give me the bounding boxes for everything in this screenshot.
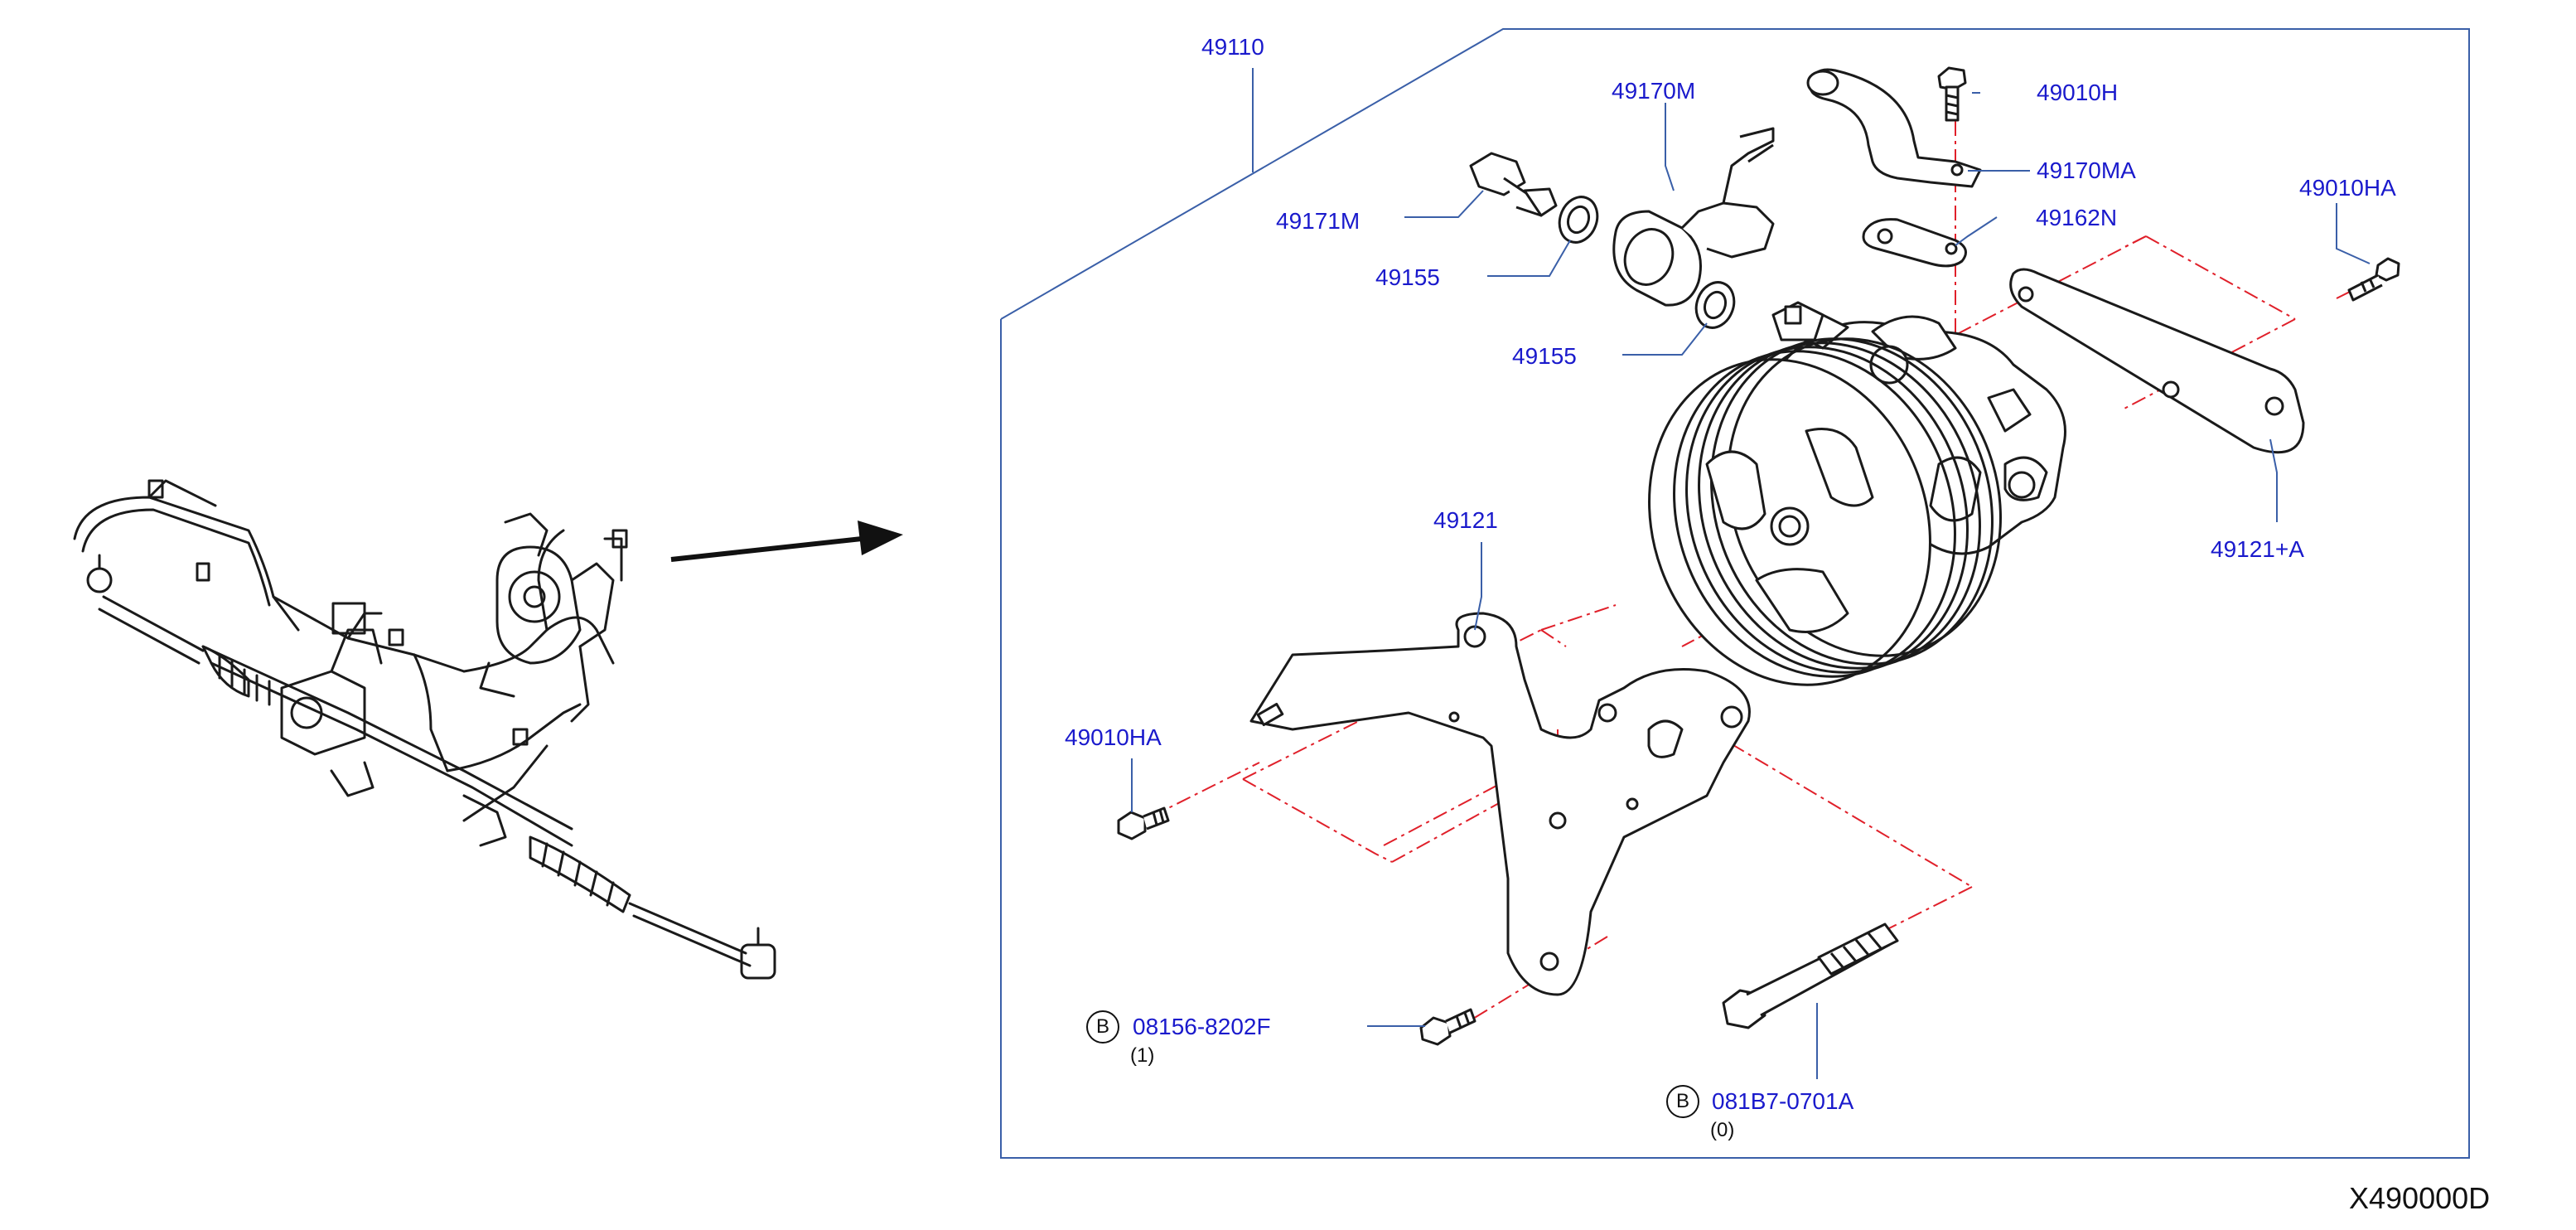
bolt-marker-b-icon: B <box>1666 1085 1699 1118</box>
callout-081b7-0701a[interactable]: 081B7-0701A <box>1712 1088 1854 1114</box>
callout-49121a[interactable]: 49121+A <box>2211 536 2304 562</box>
steering-rack-assembly-icon <box>73 479 776 980</box>
callout-49155-lower[interactable]: 49155 <box>1512 343 1577 369</box>
washer-icon <box>1694 281 1736 329</box>
callout-49171m[interactable]: 49171M <box>1276 208 1360 234</box>
quantity-label: (1) <box>1130 1044 1155 1067</box>
bolt-marker-b-icon: B <box>1086 1010 1119 1044</box>
bolt-icon <box>1117 806 1170 840</box>
pipe-icon <box>1806 68 1982 188</box>
callout-49121[interactable]: 49121 <box>1433 507 1498 533</box>
quantity-label: (0) <box>1710 1119 1735 1141</box>
leader-lines <box>1131 68 2371 1079</box>
bracket-icon <box>2009 268 2305 454</box>
callout-49155-upper[interactable]: 49155 <box>1375 264 1440 290</box>
callout-49170ma[interactable]: 49170MA <box>2037 157 2136 183</box>
diagram-code: X490000D <box>2349 1181 2491 1215</box>
bolt-icon <box>2347 257 2400 302</box>
gasket-icon <box>1862 218 1967 268</box>
connector-icon <box>1612 127 1775 307</box>
bolt-icon <box>1419 1008 1476 1046</box>
power-steering-pump-icon <box>1648 301 2066 686</box>
callout-49110[interactable]: 49110 <box>1201 34 1264 60</box>
connector-icon <box>1469 152 1558 217</box>
callout-49162n[interactable]: 49162N <box>2036 205 2118 230</box>
bolt-icon <box>1937 66 1967 122</box>
washer-icon <box>1558 196 1599 244</box>
assembly-frame <box>1000 28 2470 1159</box>
callout-49010h[interactable]: 49010H <box>2037 80 2119 105</box>
bolt-icon <box>1722 922 1899 1029</box>
callout-08156-8202f[interactable]: 08156-8202F <box>1133 1014 1271 1039</box>
callout-49010ha-right[interactable]: 49010HA <box>2299 175 2396 201</box>
callout-49010ha-left[interactable]: 49010HA <box>1065 724 1162 750</box>
callout-49170m[interactable]: 49170M <box>1612 78 1696 104</box>
bracket-icon <box>1249 612 1751 996</box>
arrow-right-icon <box>670 521 903 562</box>
